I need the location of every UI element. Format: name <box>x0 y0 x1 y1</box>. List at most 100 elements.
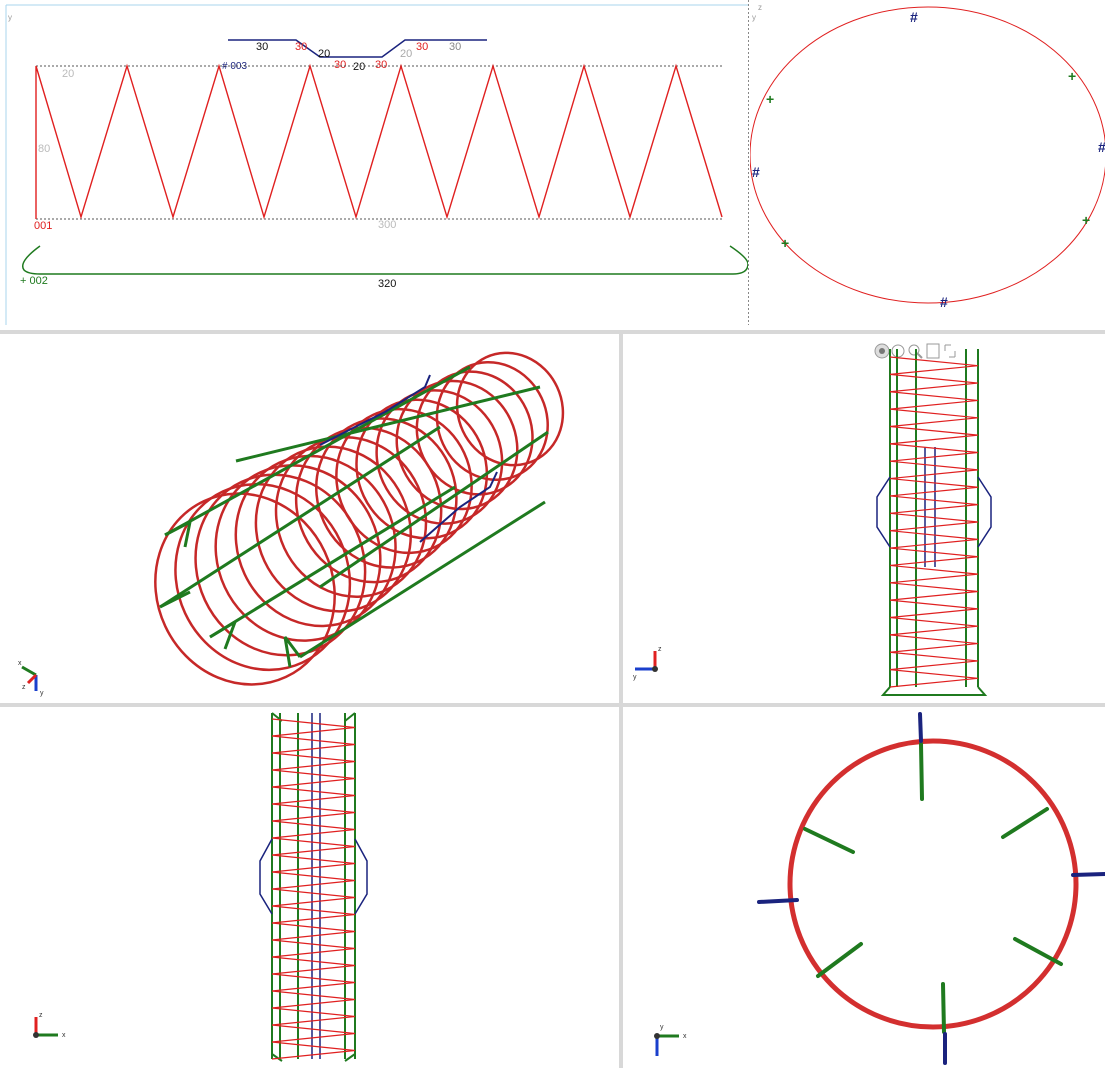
iso-spiral-ring <box>395 379 519 511</box>
bar-003-profile[interactable] <box>228 39 487 58</box>
iso-spiral-ring <box>194 473 367 657</box>
iso-spiral-ring <box>234 454 397 628</box>
spiral-turn <box>889 634 979 653</box>
shape-editor-pane[interactable]: y 30 30 20 30 20 30 30 20 30 # 003 20 80… <box>0 0 748 325</box>
spiral-turn <box>889 564 979 584</box>
separator-v1[interactable] <box>619 334 623 1068</box>
isometric-canvas: x y z <box>18 351 565 697</box>
bar-003-dim-9: 30 <box>449 41 461 53</box>
spiral-turn <box>271 786 356 805</box>
spiral-turn <box>889 669 979 688</box>
front-spiral <box>889 356 979 688</box>
side-stirrups <box>259 713 368 1059</box>
side-axis-z: z <box>39 1012 43 1019</box>
iso-spiral-ring <box>335 407 473 555</box>
spiral-turn <box>271 905 356 924</box>
axis-label-y: y <box>8 13 12 22</box>
iso-spiral-ring <box>154 492 336 686</box>
spiral-section-circle <box>750 6 1105 304</box>
iso-spiral-ring <box>214 464 382 642</box>
spiral-turn <box>889 582 979 601</box>
spiral-turn <box>271 973 356 992</box>
stirrup-mark-left: # <box>752 164 760 180</box>
top-spiral-circle <box>787 738 1079 1030</box>
bar-mark-3: + <box>781 235 789 251</box>
shape-editor-canvas: y 30 30 20 30 20 30 30 20 30 # 003 20 80… <box>5 4 748 325</box>
bar-003-dim-1: 30 <box>256 41 268 53</box>
spiral-turn <box>271 854 356 873</box>
top-view-pane[interactable]: y x <box>625 709 1105 1068</box>
iso-spiral-ring <box>315 417 458 569</box>
top-axis-y: y <box>660 1024 664 1031</box>
spiral-turn <box>889 443 979 462</box>
bar-mark-1: + <box>766 91 774 107</box>
iso-spiral-ring <box>254 445 413 613</box>
side-spiral <box>271 718 356 1060</box>
section-view-pane[interactable]: z y # # # # + + + + <box>750 0 1105 325</box>
spiral-turn <box>889 408 979 428</box>
spiral-turn <box>889 616 979 636</box>
iso-axis-triad: x y z <box>18 660 44 697</box>
front-axis-z: z <box>658 646 662 653</box>
fit-icon <box>944 344 956 358</box>
spiral-turn <box>889 391 979 410</box>
spiral-turn <box>889 530 979 549</box>
spiral-turn <box>889 547 979 567</box>
bar-003-dim-5: 20 <box>353 61 365 73</box>
axis-label-y2: y <box>752 13 756 22</box>
iso-spiral-ring <box>274 436 428 598</box>
bar-001-spiral-profile[interactable] <box>35 63 723 220</box>
spiral-turn <box>271 769 356 788</box>
iso-spiral-ring <box>415 370 534 496</box>
spiral-turn <box>271 990 356 1009</box>
bar-002-profile[interactable] <box>22 245 748 275</box>
side-axis-x: x <box>62 1032 66 1039</box>
spiral-turn <box>889 599 979 619</box>
iso-axis-x: x <box>18 660 22 667</box>
spiral-turn <box>271 871 356 890</box>
front-view-canvas: z y <box>633 343 992 696</box>
bar-mark-4: + <box>1082 212 1090 228</box>
separator-h1[interactable] <box>0 330 1105 334</box>
spiral-turn <box>271 1041 356 1060</box>
iso-spiral-ring <box>294 426 443 584</box>
bar-003-dim-2: 30 <box>295 41 307 53</box>
iso-spiral-ring <box>435 360 549 482</box>
pan-icon <box>926 343 940 359</box>
spiral-turn <box>271 803 356 822</box>
bar-001-mark: 001 <box>34 220 52 232</box>
iso-spiral-ring <box>174 482 352 672</box>
front-stirrups <box>876 447 992 567</box>
iso-spiral-ring <box>355 398 489 540</box>
axis-label-z: z <box>758 3 762 12</box>
top-axis-triad: y x <box>654 1024 687 1056</box>
side-axis-triad: z x <box>33 1012 66 1039</box>
bar-003-dim-6: 30 <box>375 59 387 71</box>
front-axis-triad: z y <box>633 646 662 681</box>
top-stirrup-stubs <box>757 712 1105 1065</box>
top-longitudinal-bars <box>803 742 1063 1034</box>
iso-stirrups <box>319 374 498 543</box>
spiral-turn <box>271 1007 356 1026</box>
bar-003-dim-8: 20 <box>400 48 412 60</box>
bar-003-dim-7: 30 <box>416 41 428 53</box>
iso-spiral-ring <box>455 351 565 467</box>
top-axis-x: x <box>683 1033 687 1040</box>
spiral-turn <box>271 752 356 771</box>
spiral-turn <box>889 477 979 497</box>
bar-001-dim-height: 80 <box>38 143 50 155</box>
front-view-pane[interactable]: z y <box>625 337 1105 701</box>
spiral-turn <box>271 837 356 856</box>
stirrup-mark-bottom: # <box>940 294 948 310</box>
side-view-pane[interactable]: z x <box>0 709 618 1068</box>
bar-001-dim-pitch: 20 <box>62 68 74 80</box>
iso-axis-y: y <box>40 690 44 697</box>
bar-002-mark: + 002 <box>20 275 48 287</box>
separator-h2[interactable] <box>0 703 1105 707</box>
spiral-turn <box>271 718 356 737</box>
spiral-turn <box>271 735 356 754</box>
isometric-view-pane[interactable]: x y z <box>0 337 618 701</box>
spiral-turn <box>271 939 356 958</box>
iso-axis-z: z <box>22 684 26 691</box>
spiral-turn <box>889 512 979 532</box>
